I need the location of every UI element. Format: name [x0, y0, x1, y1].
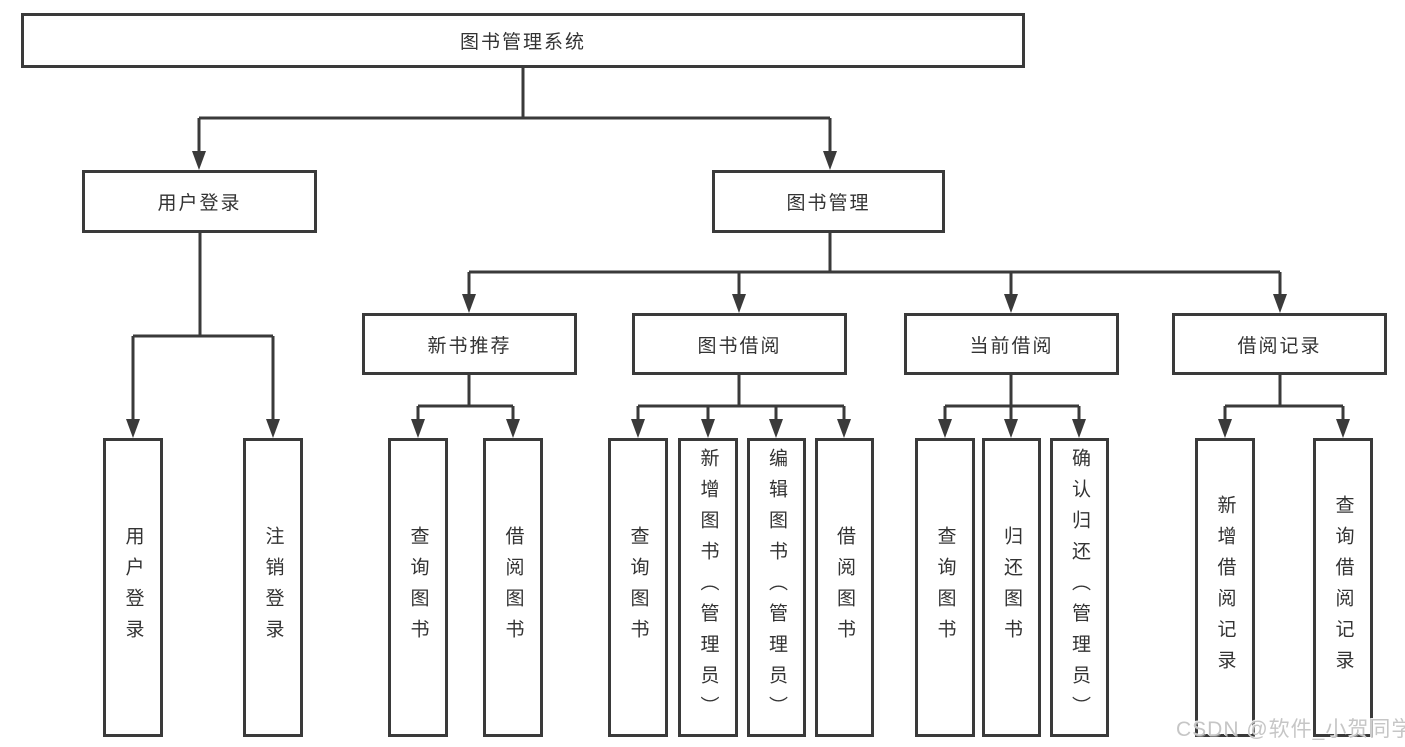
node-book-borrowing-label: 图书借阅	[697, 335, 782, 357]
node-root-label: 图书管理系统	[459, 32, 586, 53]
leaf-confirm-return-admin-label: 确认归还（管理员）	[1069, 448, 1090, 727]
leaf-logout: 注销登录	[243, 438, 303, 737]
node-root: 图书管理系统	[21, 13, 1025, 68]
leaf-add-borrow-record-label: 新增借阅记录	[1214, 494, 1236, 681]
leaf-edit-book-admin: 编辑图书（管理员）	[747, 438, 806, 737]
leaf-return-books: 归还图书	[982, 438, 1041, 737]
leaf-add-book-admin: 新增图书（管理员）	[678, 438, 738, 737]
leaf-query-books-recommend-label: 查询图书	[407, 525, 429, 650]
node-current-borrowing: 当前借阅	[904, 313, 1119, 375]
leaf-query-books-current-label: 查询图书	[934, 525, 956, 650]
node-current-borrowing-label: 当前借阅	[969, 335, 1054, 357]
csdn-watermark: CSDN @软件_小贺同学	[1176, 718, 1405, 741]
node-borrowing-records: 借阅记录	[1172, 313, 1387, 375]
leaf-query-books-borrowing-label: 查询图书	[627, 525, 649, 650]
leaf-logout-label: 注销登录	[262, 525, 284, 650]
leaf-user-login: 用户登录	[103, 438, 163, 737]
leaf-borrow-books-recommend-label: 借阅图书	[502, 525, 524, 650]
leaf-query-borrow-record-label: 查询借阅记录	[1332, 494, 1354, 681]
leaf-borrow-books-borrowing-label: 借阅图书	[834, 525, 855, 650]
leaf-confirm-return-admin: 确认归还（管理员）	[1050, 438, 1109, 737]
leaf-add-book-admin-label: 新增图书（管理员）	[697, 448, 719, 727]
node-book-borrowing: 图书借阅	[632, 313, 847, 375]
leaf-edit-book-admin-label: 编辑图书（管理员）	[766, 448, 787, 727]
leaf-add-borrow-record: 新增借阅记录	[1195, 438, 1255, 737]
node-new-book-recommend: 新书推荐	[362, 313, 577, 375]
node-user-login: 用户登录	[82, 170, 317, 233]
node-user-login-label: 用户登录	[157, 193, 242, 214]
leaf-query-books-current: 查询图书	[915, 438, 975, 737]
node-book-management-label: 图书管理	[786, 193, 871, 214]
leaf-borrow-books-recommend: 借阅图书	[483, 438, 543, 737]
leaf-query-books-borrowing: 查询图书	[608, 438, 668, 737]
leaf-query-borrow-record: 查询借阅记录	[1313, 438, 1373, 737]
leaf-query-books-recommend: 查询图书	[388, 438, 448, 737]
node-book-management: 图书管理	[712, 170, 945, 233]
node-new-book-recommend-label: 新书推荐	[427, 335, 512, 357]
leaf-borrow-books-borrowing: 借阅图书	[815, 438, 874, 737]
leaf-user-login-label: 用户登录	[122, 525, 144, 650]
node-borrowing-records-label: 借阅记录	[1237, 335, 1322, 357]
leaf-return-books-label: 归还图书	[1001, 525, 1022, 650]
